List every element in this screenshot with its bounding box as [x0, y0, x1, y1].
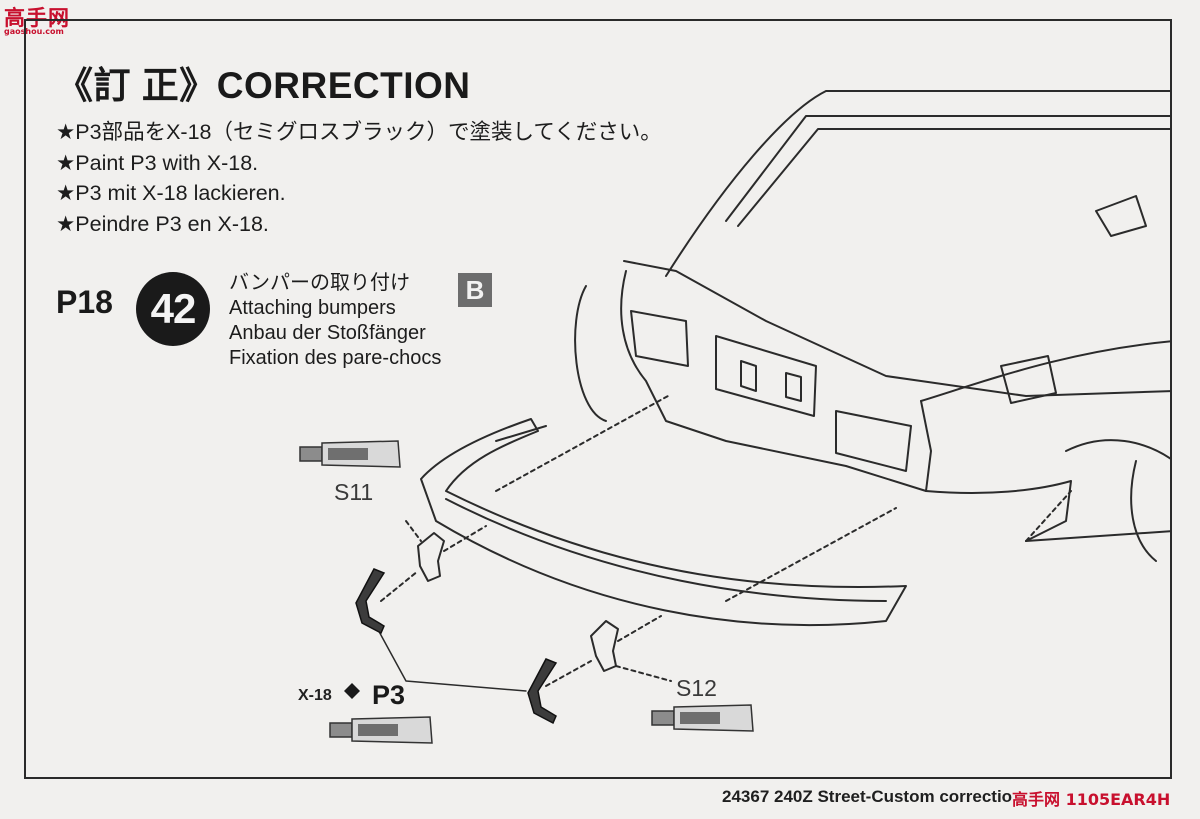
car-quarter-panel [920, 340, 1170, 402]
paint-tube-s12 [651, 704, 754, 732]
car-tail-panel [620, 270, 932, 492]
step-title-japanese: バンパーの取り付け [229, 272, 410, 294]
leader-p3 [375, 625, 527, 692]
guide-line-right-upper [1025, 490, 1072, 542]
car-fuel-lid [1000, 355, 1057, 404]
car-rear-window-inner [737, 128, 1170, 227]
part-label-s12: S12 [676, 675, 717, 701]
guide-p3-upper [380, 570, 419, 602]
note-english: ★Paint P3 with X-18. [56, 150, 259, 175]
note-japanese: ★P3部品をX-18（セミグロスブラック）で塗装してください。 [56, 120, 662, 144]
car-rear-arch [1065, 439, 1170, 460]
correction-notes: ★P3部品をX-18（セミグロスブラック）で塗装してください。 ★Paint P… [56, 117, 662, 239]
guide-line-right [725, 507, 897, 602]
step-number-badge: 42 [136, 272, 210, 346]
car-rear-window [725, 115, 1170, 222]
bracket-s11 [417, 532, 445, 582]
car-tail-light-left [630, 310, 689, 367]
paint-code-label: X-18 [298, 687, 332, 704]
car-rear-cutout [574, 285, 607, 422]
part-label-s11: S11 [334, 479, 374, 505]
correction-sheet: 《訂 正》CORRECTION ★P3部品をX-18（セミグロスブラック）で塗装… [24, 19, 1172, 779]
bumper-inner-line [445, 498, 887, 602]
paint-tube-p3 [329, 716, 433, 744]
guide-s12-label [615, 665, 672, 682]
car-c-pillar [1095, 195, 1147, 237]
part-label-p3: P3 [372, 680, 406, 710]
car-body-lower [925, 480, 1072, 542]
page-title: 《訂 正》CORRECTION [56, 65, 471, 106]
step-title-french: Fixation des pare-chocs [229, 347, 442, 369]
bracket-s12 [590, 620, 619, 672]
guide-p3-lower [545, 660, 592, 687]
footer-watermark: 高手网 1105EAR4H [1012, 790, 1171, 809]
watermark-logo-text: 高手网 [4, 6, 70, 30]
paint-drop-icon [344, 683, 360, 699]
step-titles: バンパーの取り付け Attaching bumpers Anbau der St… [229, 271, 441, 371]
guide-s11-top [405, 520, 422, 542]
part-p3-upper [355, 568, 386, 635]
guide-s12-bumper [617, 615, 662, 642]
paint-tube-s11 [299, 440, 401, 468]
car-deck-line [623, 260, 1170, 397]
bumper-outline [420, 418, 907, 627]
guide-s11-bumper [443, 525, 487, 552]
car-plate-recess [715, 335, 817, 417]
assembly-drawing [299, 90, 1170, 744]
car-side-sill [1025, 530, 1170, 542]
part-p3-lower [527, 658, 558, 725]
watermark-logo: 高手网 gaoshou.com [0, 0, 80, 40]
step-title-german: Anbau der Stoßfänger [229, 322, 426, 344]
watermark-url: gaoshou.com [4, 27, 64, 36]
note-french: ★Peindre P3 en X-18. [56, 211, 269, 236]
bumper-end-top [495, 425, 547, 442]
step-title-english: Attaching bumpers [229, 297, 396, 319]
car-roof-outline [665, 90, 1170, 277]
car-tail-light-right [835, 410, 912, 472]
note-german: ★P3 mit X-18 lackieren. [56, 181, 286, 205]
car-wheel [1130, 460, 1157, 562]
page-reference: P18 [56, 284, 113, 320]
guide-line-left [495, 395, 669, 492]
footer-product-line: 24367 240Z Street-Custom correctio [722, 787, 1013, 806]
parts-sheet-badge: B [458, 273, 492, 307]
car-license-holder [740, 360, 802, 402]
